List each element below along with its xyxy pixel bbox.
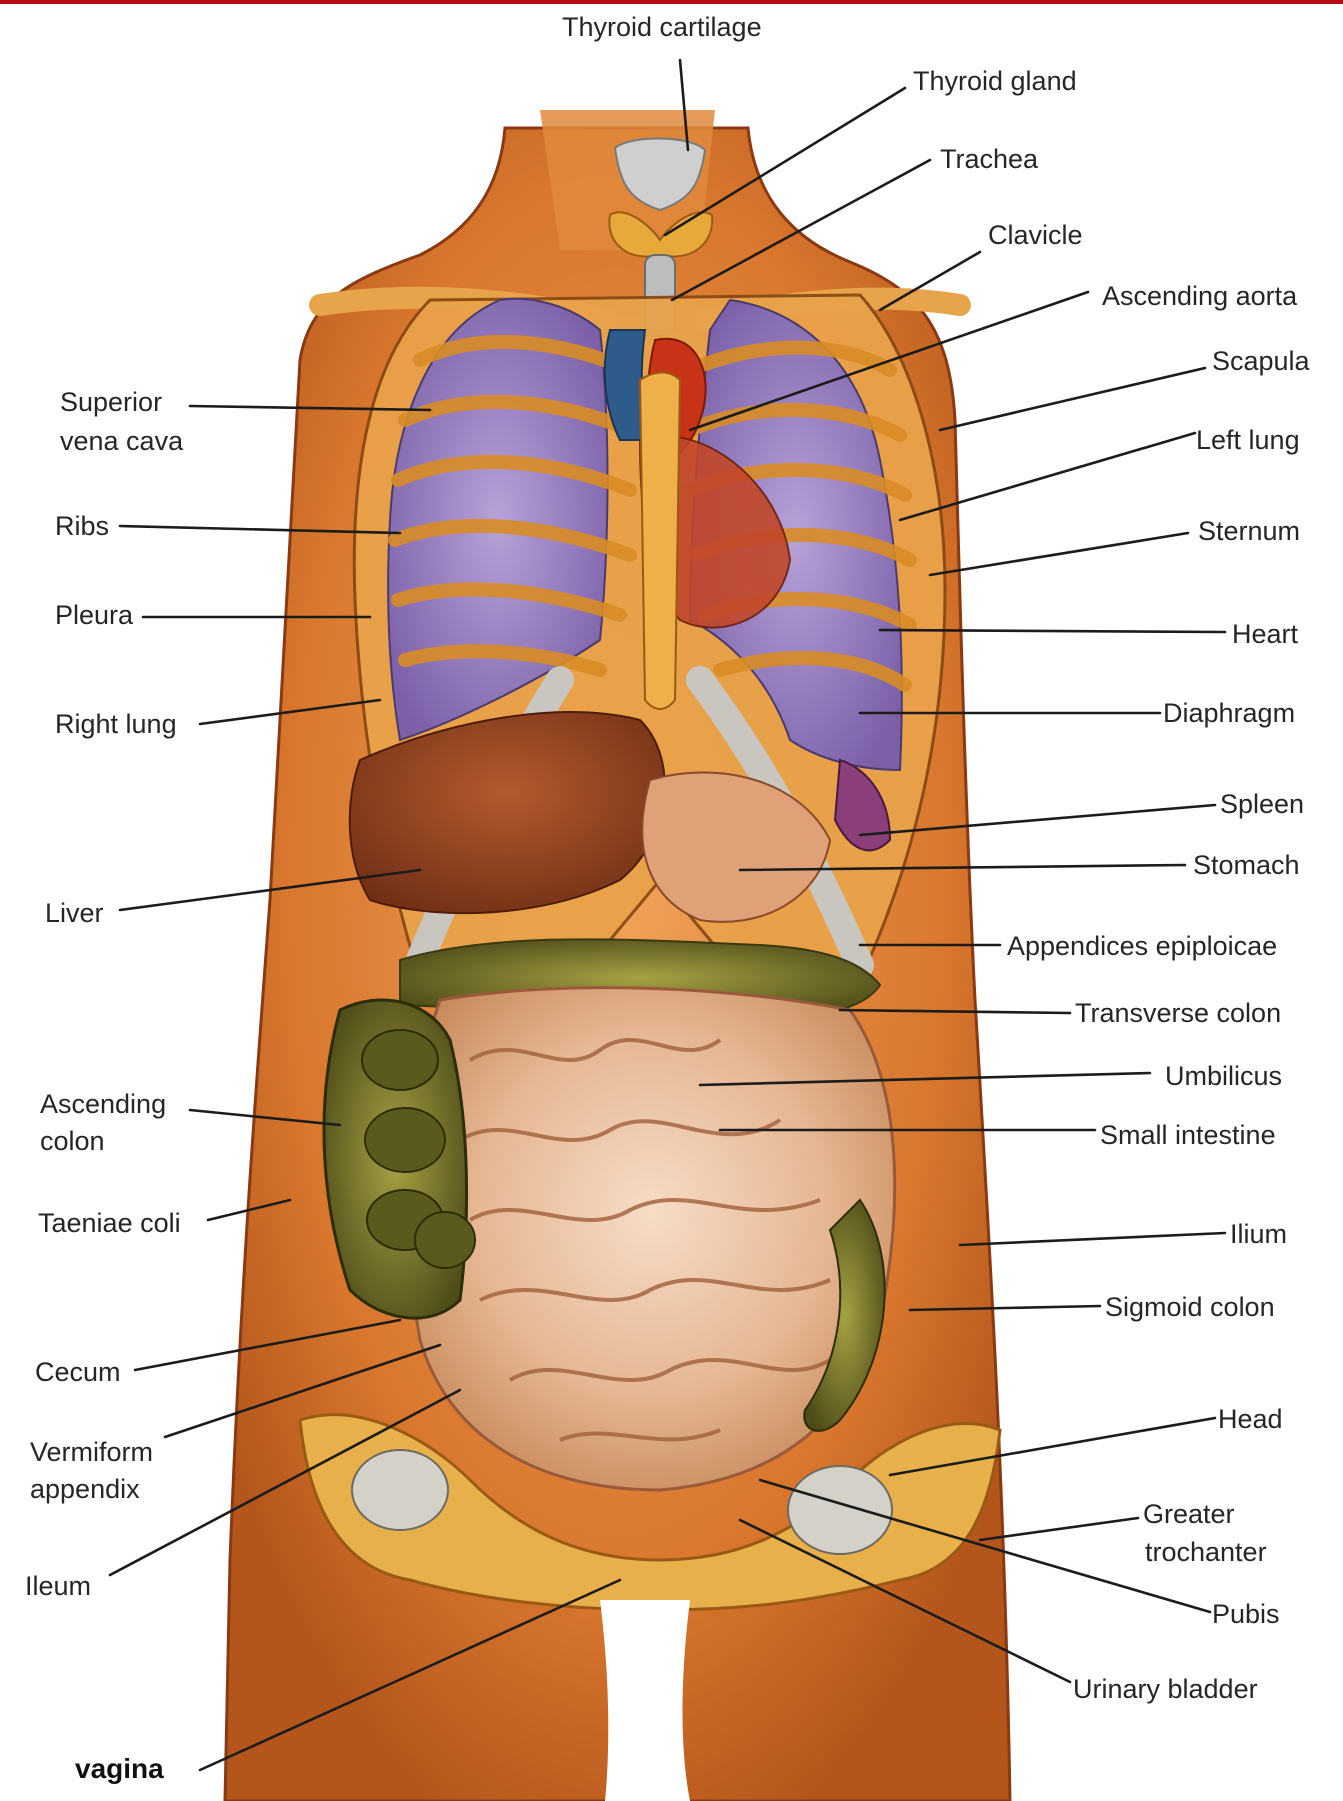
label-vermiform-appendix-line2: appendix [30, 1474, 140, 1504]
label-diaphragm: Diaphragm [1163, 698, 1295, 728]
label-ascending-colon-line1: Ascending [40, 1089, 166, 1119]
label-appendices-epiploicae: Appendices epiploicae [1007, 931, 1277, 961]
groin-gap [600, 1600, 690, 1801]
label-ilium: Ilium [1230, 1219, 1287, 1249]
label-left-lung: Left lung [1196, 425, 1300, 455]
label-spleen: Spleen [1220, 789, 1304, 819]
label-sigmoid-colon: Sigmoid colon [1105, 1292, 1275, 1322]
label-greater-trochanter-line2: trochanter [1145, 1537, 1267, 1567]
label-scapula: Scapula [1212, 346, 1311, 376]
label-umbilicus: Umbilicus [1165, 1061, 1282, 1091]
sternum-shape [640, 373, 680, 710]
label-sternum: Sternum [1198, 516, 1300, 546]
label-ileum: Ileum [25, 1571, 91, 1601]
label-liver: Liver [45, 898, 104, 928]
label-stomach: Stomach [1193, 850, 1300, 880]
label-ribs: Ribs [55, 511, 109, 541]
label-transverse-colon: Transverse colon [1075, 998, 1281, 1028]
femoral-head-left [788, 1466, 892, 1554]
label-pleura: Pleura [55, 600, 134, 630]
label-urinary-bladder: Urinary bladder [1073, 1674, 1258, 1704]
femoral-head-right [352, 1450, 448, 1530]
label-small-intestine: Small intestine [1100, 1120, 1276, 1150]
label-ascending-colon-line2: colon [40, 1126, 105, 1156]
label-pubis: Pubis [1212, 1599, 1280, 1629]
label-right-lung: Right lung [55, 709, 177, 739]
label-head: Head [1218, 1404, 1283, 1434]
label-superior-vena-cava-line1: Superior [60, 387, 162, 417]
label-heart: Heart [1232, 619, 1299, 649]
label-greater-trochanter-line1: Greater [1143, 1499, 1235, 1529]
label-clavicle: Clavicle [988, 220, 1083, 250]
label-thyroid-cartilage: Thyroid cartilage [562, 12, 762, 42]
label-vermiform-appendix-line1: Vermiform [30, 1437, 153, 1467]
label-taeniae-coli: Taeniae coli [38, 1208, 181, 1238]
label-superior-vena-cava-line2: vena cava [60, 426, 184, 456]
label-thyroid-gland: Thyroid gland [913, 66, 1077, 96]
label-ascending-aorta: Ascending aorta [1102, 281, 1298, 311]
label-trachea: Trachea [940, 144, 1039, 174]
label-vagina: vagina [75, 1753, 164, 1784]
label-cecum: Cecum [35, 1357, 121, 1387]
